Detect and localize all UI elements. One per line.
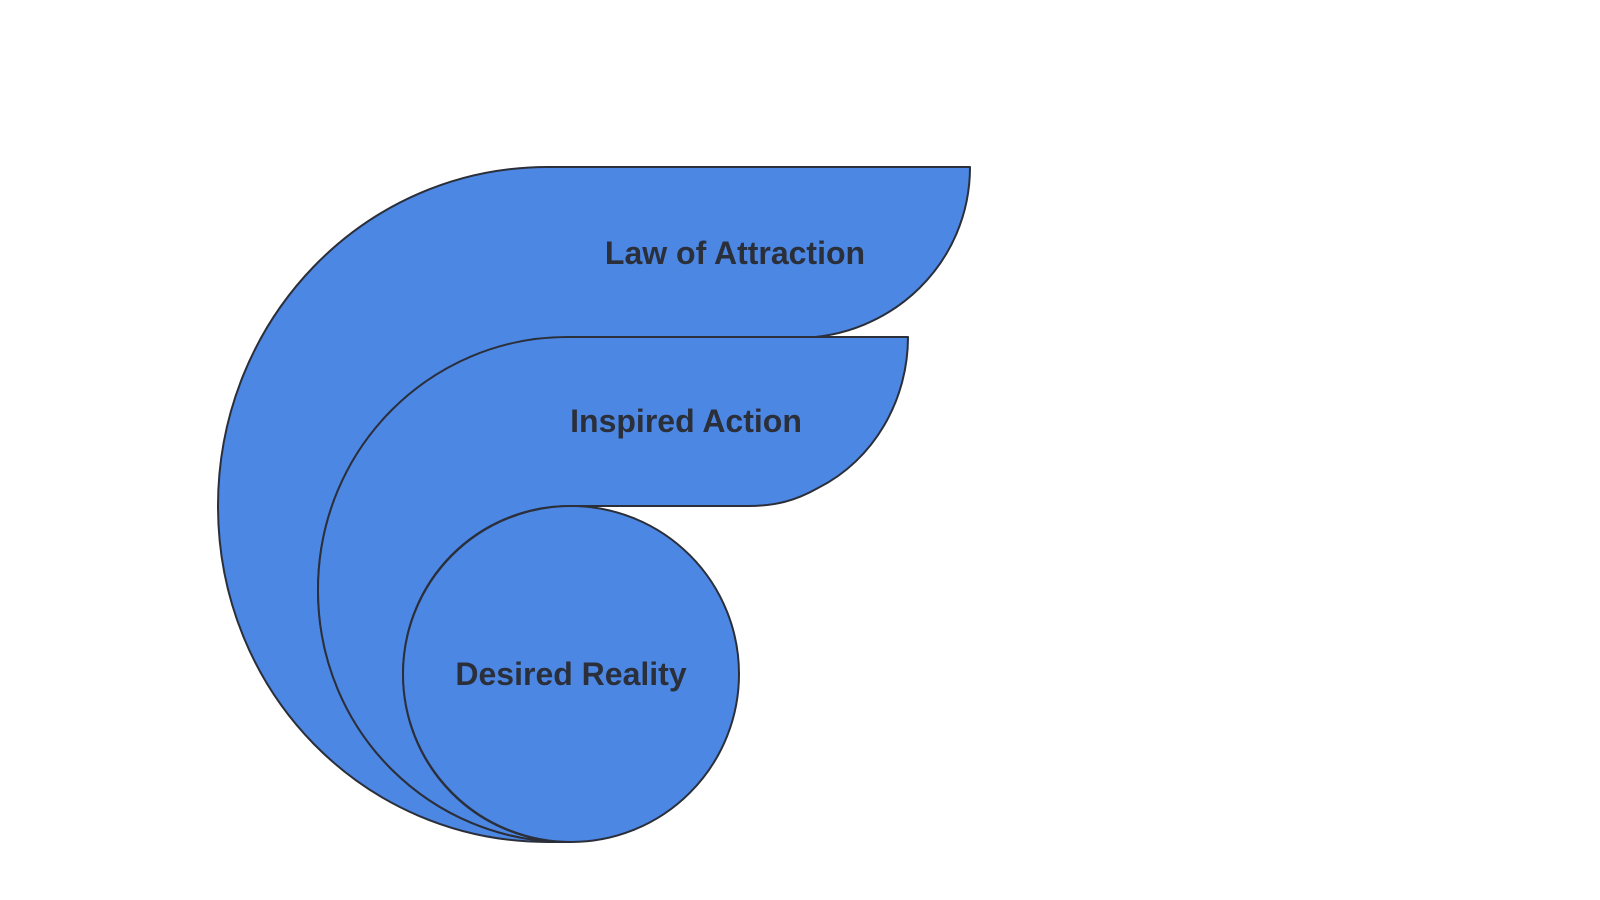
level-label-law-of-attraction: Law of Attraction [605,235,865,271]
level-desired-reality-shape [402,505,740,843]
level-label-inspired-action: Inspired Action [570,403,802,439]
level-label-desired-reality: Desired Reality [455,656,686,692]
